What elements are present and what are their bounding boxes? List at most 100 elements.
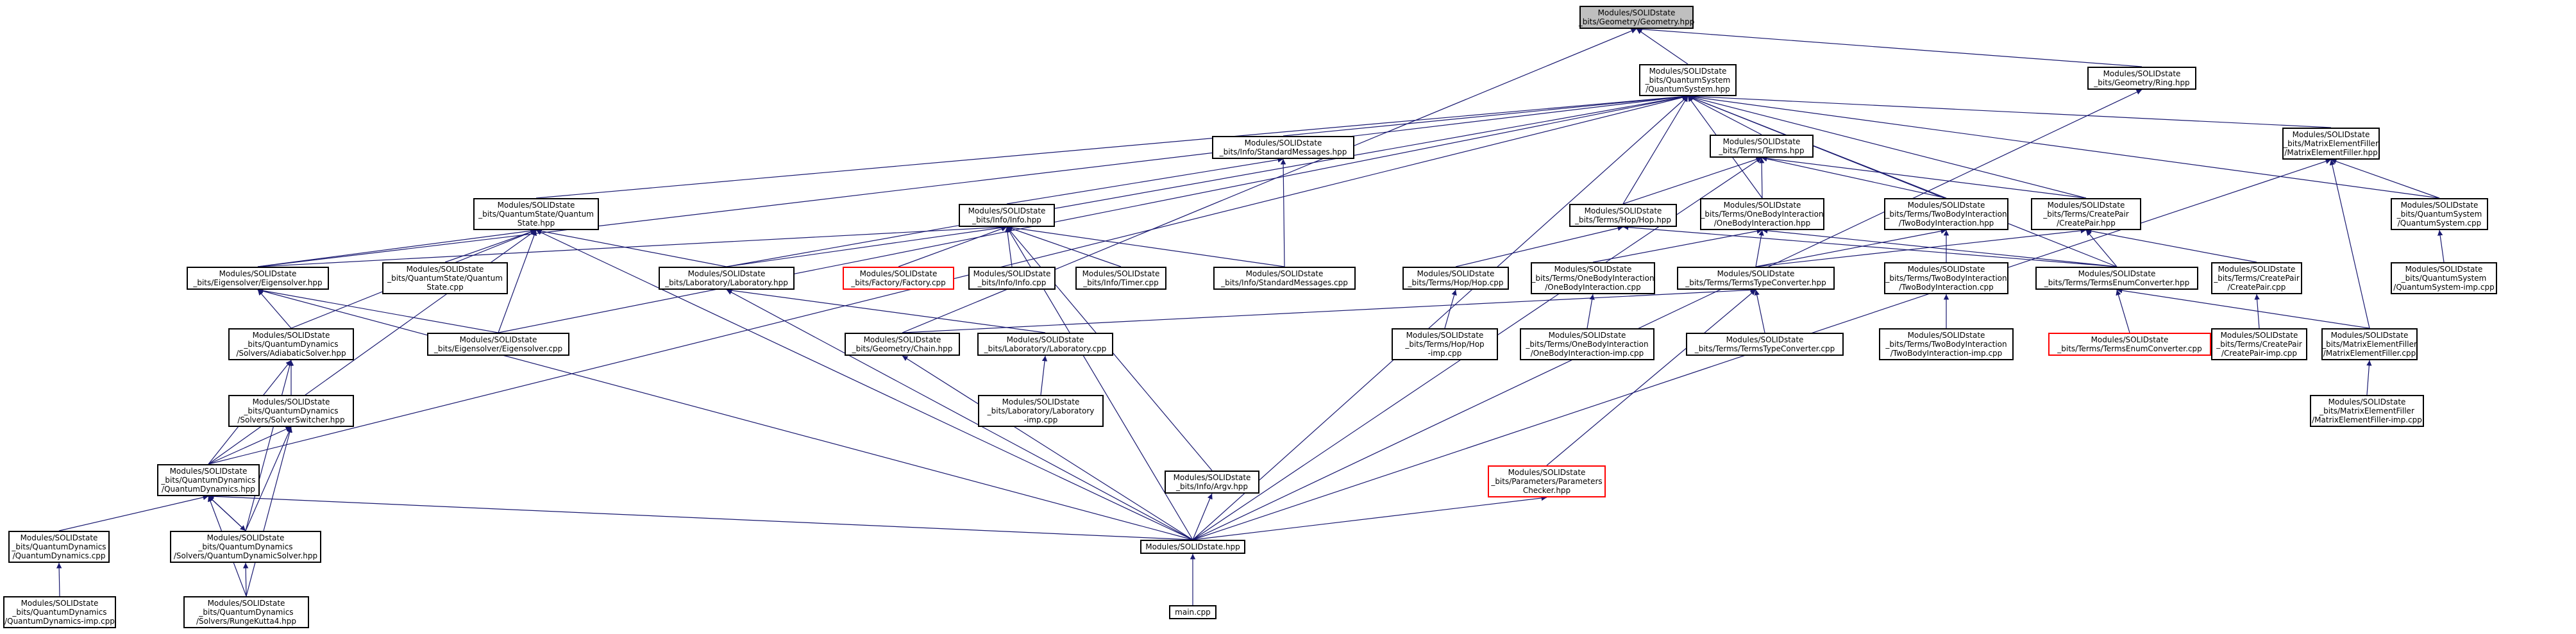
- node-matrixelementfiller-imp-cpp[interactable]: Modules/SOLIDstate_bits/MatrixElementFil…: [2310, 395, 2424, 427]
- include-edge: [1040, 355, 1048, 396]
- node-matrixelementfiller-cpp[interactable]: Modules/SOLIDstate_bits/MatrixElementFil…: [2321, 328, 2418, 360]
- node-quantumdynamics-cpp[interactable]: Modules/SOLIDstate_bits/QuantumDynamics/…: [8, 531, 110, 563]
- include-edge: [535, 229, 1193, 540]
- node-createpair-cpp[interactable]: Modules/SOLIDstate_bits/Terms/CreatePair…: [2211, 262, 2302, 294]
- include-edge: [1192, 96, 1688, 540]
- node-twobodyinteraction-cpp[interactable]: Modules/SOLIDstate_bits/Terms/TwoBodyInt…: [1884, 262, 2008, 294]
- include-edge: [1687, 96, 1762, 135]
- include-edge: [1004, 226, 1013, 267]
- node-argv-hpp[interactable]: Modules/SOLIDstate_bits/Info/Argv.hpp: [1165, 471, 1259, 494]
- include-edge: [1754, 289, 1765, 333]
- node-info-cpp[interactable]: Modules/SOLIDstate_bits/Info/Info.cpp: [968, 267, 1056, 290]
- include-edge: [1192, 89, 2142, 540]
- node-hop-hpp[interactable]: Modules/SOLIDstate_bits/Terms/Hop/Hop.hp…: [1569, 204, 1677, 227]
- include-edge: [1006, 226, 1122, 267]
- include-edge: [2254, 294, 2260, 329]
- node-quantumdynamicsolver-hpp[interactable]: Modules/SOLIDstate_bits/QuantumDynamics/…: [170, 531, 321, 563]
- node-hop-cpp[interactable]: Modules/SOLIDstate_bits/Terms/Hop/Hop.cp…: [1402, 267, 1509, 290]
- include-edge: [1687, 94, 2332, 128]
- include-edge: [2085, 229, 2117, 267]
- include-edge: [1455, 225, 1624, 267]
- node-hop-imp-cpp[interactable]: Modules/SOLIDstate_bits/Terms/Hop/Hop-im…: [1392, 328, 1498, 360]
- include-edge: [902, 355, 1193, 540]
- node-eigensolver-hpp[interactable]: Modules/SOLIDstate_bits/Eigensolver/Eige…: [187, 267, 329, 290]
- include-edge: [1592, 228, 1763, 263]
- include-edge: [257, 289, 292, 329]
- node-quantumstate-cpp[interactable]: Modules/SOLIDstate_bits/QuantumState/Qua…: [382, 262, 508, 294]
- node-termstypeconverter-hpp[interactable]: Modules/SOLIDstate_bits/Terms/TermsTypeC…: [1677, 267, 1835, 290]
- include-edge: [58, 494, 209, 531]
- include-edge: [444, 229, 537, 263]
- node-info-hpp[interactable]: Modules/SOLIDstate_bits/Info/Info.hpp: [959, 204, 1055, 227]
- include-edge: [726, 94, 1688, 267]
- node-parameterschecker-hpp[interactable]: Modules/SOLIDstate_bits/Parameters/Param…: [1488, 465, 1606, 497]
- include-edge: [246, 426, 292, 597]
- node-quantumsystem-hpp[interactable]: Modules/SOLIDstate_bits/QuantumSystem/Qu…: [1639, 64, 1737, 96]
- node-createpair-hpp[interactable]: Modules/SOLIDstate_bits/Terms/CreatePair…: [2031, 198, 2141, 230]
- include-edge: [535, 94, 1688, 199]
- include-edge: [1636, 28, 1688, 65]
- node-twobodyinteraction-hpp[interactable]: Modules/SOLIDstate_bits/Terms/TwoBodyInt…: [1884, 198, 2008, 230]
- include-edge: [726, 287, 1046, 333]
- include-edge: [1192, 493, 1213, 540]
- include-edge: [1622, 156, 1762, 204]
- node-standardmessages-hpp[interactable]: Modules/SOLIDstate_bits/Info/StandardMes…: [1212, 136, 1354, 159]
- node-standardmessages-cpp[interactable]: Modules/SOLIDstate_bits/Info/StandardMes…: [1213, 267, 1356, 290]
- include-edge: [1761, 155, 2087, 199]
- include-edge: [902, 287, 1756, 333]
- include-edge: [535, 228, 727, 267]
- node-laboratory-hpp[interactable]: Modules/SOLIDstate_bits/Laboratory/Labor…: [659, 267, 795, 290]
- node-timer-cpp[interactable]: Modules/SOLIDstate_bits/Info/Timer.cpp: [1075, 267, 1166, 290]
- node-solverswitcher-hpp[interactable]: Modules/SOLIDstate_bits/QuantumDynamics/…: [228, 395, 354, 427]
- node-rungekutta4-hpp[interactable]: Modules/SOLIDstate_bits/QuantumDynamics/…: [183, 596, 309, 628]
- include-edge: [1006, 157, 1284, 204]
- include-edge: [498, 229, 537, 333]
- node-onebodyinteraction-cpp[interactable]: Modules/SOLIDstate_bits/Terms/OneBodyInt…: [1531, 262, 1655, 294]
- include-edge: [1283, 94, 1688, 137]
- node-matrixelementfiller-hpp[interactable]: Modules/SOLIDstate_bits/MatrixElementFil…: [2282, 128, 2380, 160]
- node-laboratory-cpp[interactable]: Modules/SOLIDstate_bits/Laboratory/Labor…: [977, 333, 1113, 356]
- node-geometry-hpp[interactable]: Modules/SOLIDstate_bits/Geometry/Geometr…: [1579, 6, 1694, 29]
- include-edge: [1636, 26, 2142, 67]
- include-edge: [1755, 228, 2087, 267]
- node-solidstate-hpp[interactable]: Modules/SOLIDstate.hpp: [1140, 540, 1245, 554]
- include-edge: [1761, 156, 1947, 199]
- include-edge: [1762, 228, 2117, 267]
- include-edge: [726, 225, 1007, 267]
- include-edge: [898, 226, 1007, 267]
- include-edge: [1192, 495, 1547, 540]
- node-terms-hpp[interactable]: Modules/SOLIDstate_bits/Terms/Terms.hpp: [1710, 135, 1814, 158]
- node-termsenumconverter-cpp[interactable]: Modules/SOLIDstate_bits/Terms/TermsEnumC…: [2048, 333, 2211, 356]
- include-edge: [726, 289, 1193, 540]
- include-edge: [2116, 288, 2370, 329]
- include-edge: [1006, 225, 1285, 267]
- include-edge: [1546, 289, 1756, 466]
- node-quantumdynamics-hpp[interactable]: Modules/SOLIDstate_bits/QuantumDynamics/…: [157, 464, 260, 496]
- node-termstypeconverter-cpp[interactable]: Modules/SOLIDstate_bits/Terms/TermsTypeC…: [1686, 333, 1844, 356]
- node-chain-hpp[interactable]: Modules/SOLIDstate_bits/Geometry/Chain.h…: [845, 333, 960, 356]
- include-edge: [1687, 94, 2440, 199]
- include-edge: [1280, 158, 1286, 267]
- node-factory-cpp[interactable]: Modules/SOLIDstate_bits/Factory/Factory.…: [843, 267, 954, 290]
- node-termsenumconverter-hpp[interactable]: Modules/SOLIDstate_bits/Terms/TermsEnumC…: [2035, 267, 2198, 290]
- include-edge: [257, 288, 1193, 540]
- node-quantumstate-hpp[interactable]: Modules/SOLIDstate_bits/QuantumState/Qua…: [473, 198, 599, 230]
- node-adiabaticsolver-hpp[interactable]: Modules/SOLIDstate_bits/QuantumDynamics/…: [228, 328, 354, 360]
- node-eigensolver-cpp[interactable]: Modules/SOLIDstate_bits/Eigensolver/Eige…: [427, 333, 569, 356]
- node-quantumsystem-imp-cpp[interactable]: Modules/SOLIDstate_bits/QuantumSystem/Qu…: [2391, 262, 2497, 294]
- include-edge: [257, 94, 1688, 267]
- node-quantumsystem-cpp[interactable]: Modules/SOLIDstate_bits/QuantumSystem/Qu…: [2391, 198, 2488, 230]
- node-ring-hpp[interactable]: Modules/SOLIDstate_bits/Geometry/Ring.hp…: [2087, 67, 2196, 90]
- node-quantumdynamics-imp-cpp[interactable]: Modules/SOLIDstate_bits/QuantumDynamics/…: [3, 596, 116, 628]
- include-edge: [1622, 96, 1688, 204]
- node-onebodyinteraction-imp-cpp[interactable]: Modules/SOLIDstate_bits/Terms/OneBodyInt…: [1520, 328, 1654, 360]
- node-main-cpp[interactable]: main.cpp: [1169, 605, 1216, 619]
- node-onebodyinteraction-hpp[interactable]: Modules/SOLIDstate_bits/Terms/OneBodyInt…: [1700, 198, 1824, 230]
- include-edge: [245, 360, 292, 531]
- node-twobodyinteraction-imp-cpp[interactable]: Modules/SOLIDstate_bits/Terms/TwoBodyInt…: [1879, 328, 2014, 360]
- include-edge: [498, 94, 1688, 333]
- node-createpair-imp-cpp[interactable]: Modules/SOLIDstate_bits/Terms/CreatePair…: [2211, 328, 2307, 360]
- include-edge: [2329, 159, 2370, 329]
- node-laboratory-imp-cpp[interactable]: Modules/SOLIDstate_bits/Laboratory/Labor…: [978, 395, 1104, 427]
